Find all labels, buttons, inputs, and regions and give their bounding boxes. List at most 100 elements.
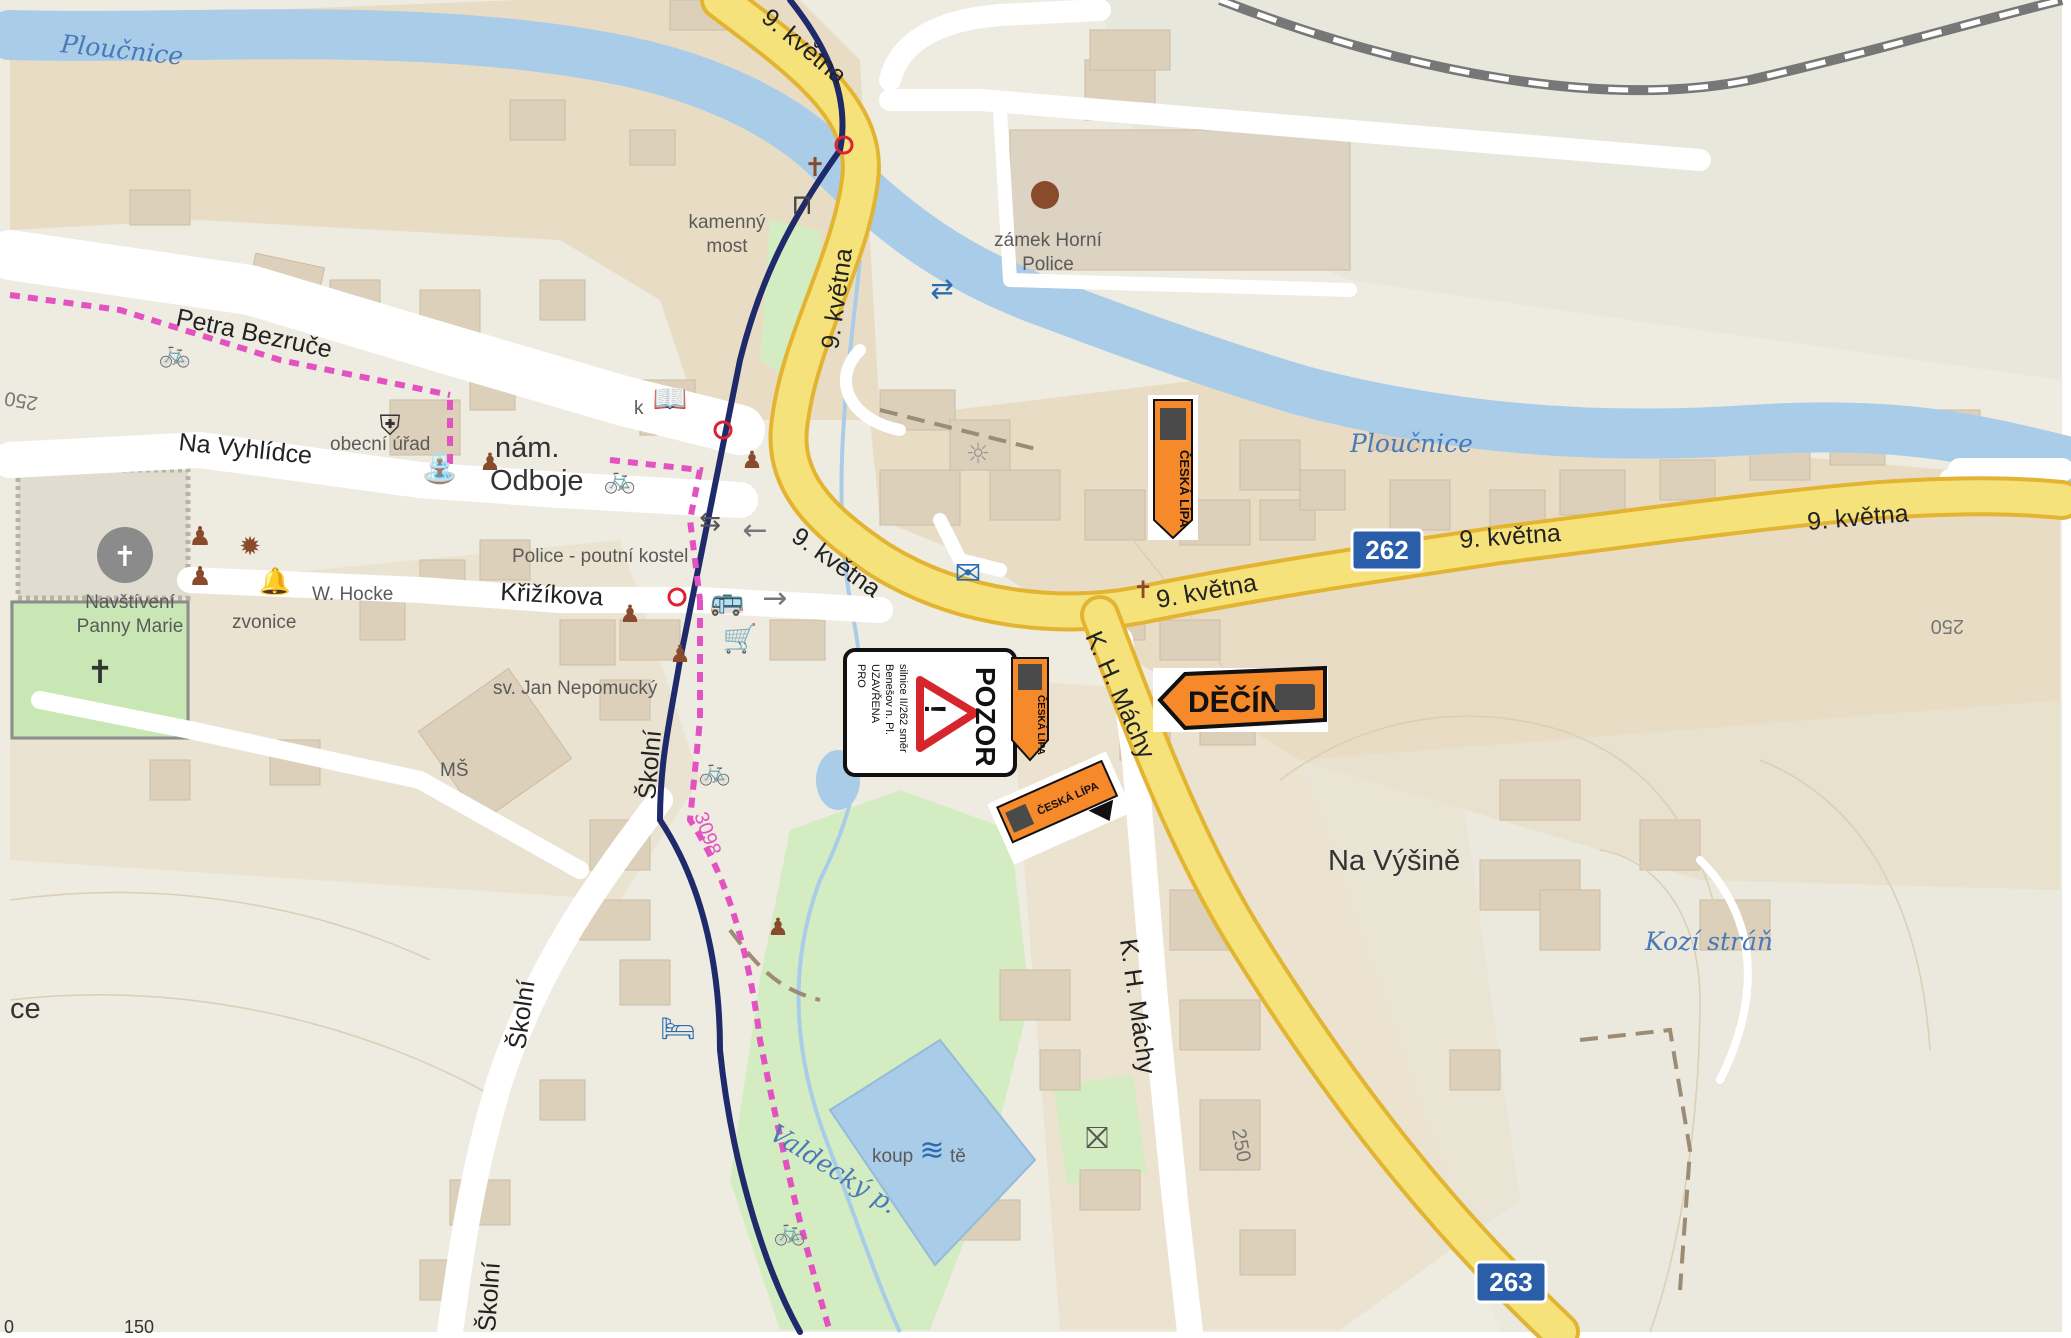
memorial-icon: ♟	[619, 600, 641, 628]
frame-right	[2062, 0, 2071, 1338]
arrow-left-icon: ←	[742, 513, 767, 548]
railway	[1218, 0, 2064, 95]
road-label-skolni: Školní	[472, 1261, 506, 1332]
poi-label-library: k	[634, 398, 644, 419]
bicycle-icon: 🚲	[604, 465, 636, 495]
svg-text:ČESKÁ LÍPA: ČESKÁ LÍPA	[1177, 450, 1192, 528]
poi-label-ms: MŠ	[440, 759, 469, 781]
arrow-right-icon: →	[762, 581, 787, 616]
detour-sign-decin: DĚČÍN	[1153, 665, 1328, 732]
memorial-icon: ♟	[188, 522, 211, 552]
main-road-9-kvetna	[700, 0, 2071, 1338]
poi-icons: ✝ ✝ ♟ ♟ 🔔 ✹ ♟ ♟ ♟ ♟ ♟ ✝ ✝ ⛲ ⛨ ⇆ ← → 🚌 🛒 …	[87, 135, 1153, 1247]
truck-icon	[1160, 408, 1186, 440]
shop-icon: 🛒	[723, 622, 758, 655]
contour-label: 250	[1931, 615, 1964, 637]
playground-icon: ⛝	[1086, 1121, 1109, 1156]
svg-text:263: 263	[1489, 1267, 1532, 1297]
hotel-icon: 🛏	[660, 1012, 696, 1045]
place-label-nam-odboje: Odboje	[490, 465, 584, 497]
tracks	[728, 408, 1693, 1291]
truck-icon	[1018, 664, 1042, 690]
svg-text:ČESKÁ LÍPA: ČESKÁ LÍPA	[1035, 695, 1048, 755]
detour-sign-ceska-lipa-rotated: ČESKÁ LÍPA	[987, 751, 1133, 865]
svg-text:Benešov n. Pl.: Benešov n. Pl.	[883, 664, 895, 735]
stop-marker-icon	[713, 420, 733, 440]
hill-shading	[1100, 0, 2062, 1332]
road-label-w-hocke: W. Hocke	[312, 584, 393, 605]
bridge-icon: ⊓	[791, 188, 813, 221]
post-office-icon: ✉	[955, 554, 982, 592]
memorial-icon: ♟	[767, 913, 789, 941]
warning-sign-pozor: ! POZOR silnice II/262 směr Benešov n. P…	[843, 648, 1017, 777]
svg-text:POZOR: POZOR	[970, 667, 1001, 767]
place-label-na-vysine: Na Výšině	[1328, 845, 1460, 877]
river-ploucnice	[0, 9, 2071, 485]
cycle-routes	[9, 292, 833, 1333]
poi-label-koupaliste: tě	[950, 1146, 966, 1167]
church-grounds	[15, 467, 191, 601]
road-label-skolni: Školní	[632, 729, 667, 801]
svg-text:DĚČÍN: DĚČÍN	[1188, 685, 1281, 719]
svg-text:UZAVŘENA: UZAVŘENA	[869, 664, 882, 724]
castle-icon	[1031, 181, 1059, 209]
stop-marker-icon	[834, 135, 854, 155]
wayside-cross-icon: ✝	[804, 153, 826, 183]
church-icon	[97, 527, 153, 583]
bus-stop-icon: 🚌	[710, 584, 745, 617]
memorial-icon: ♟	[188, 562, 211, 592]
svg-text:262: 262	[1365, 535, 1408, 565]
memorial-icon: ♟	[479, 448, 501, 476]
poi-label-kostel: Police - poutní kostel	[512, 546, 688, 567]
place-label-edge: ce	[10, 993, 41, 1025]
frame-bottom	[0, 1332, 2071, 1338]
exclamation-icon: !	[918, 704, 951, 714]
town-hall-icon: ⛨	[379, 409, 400, 442]
place-label-nam-odboje: nám.	[495, 432, 559, 464]
contour-lines	[9, 499, 1931, 1333]
memorial-icon: ♟	[741, 446, 763, 474]
poi-label-navstiveni: Navštívení	[85, 592, 175, 613]
route-shield-262: 262	[1350, 528, 1424, 572]
cemetery-cross-icon: ✝	[87, 653, 114, 691]
poi-label-sv-jan: sv. Jan Nepomucký	[493, 678, 658, 699]
cross-icon: ✝	[113, 540, 136, 573]
svg-text:PRO: PRO	[855, 664, 867, 688]
poi-label-kamenny-most: most	[706, 236, 748, 257]
rail-skolni	[656, 0, 846, 1335]
poi-label-zamek: Police	[1022, 254, 1074, 275]
svg-text:silnice II/262 směr: silnice II/262 směr	[897, 664, 909, 753]
contour-label: 250	[1236, 1169, 1238, 1171]
poi-label-navstiveni: Panny Marie	[77, 616, 184, 637]
wayside-cross-icon: ✝	[1133, 576, 1153, 604]
arrow-down-icon	[1088, 799, 1114, 821]
road-label-krizikova: Křižíkova	[500, 578, 604, 611]
poi-label-koupaliste: koup	[872, 1146, 913, 1167]
poi-label-obecni-urad: obecní úřad	[330, 434, 430, 455]
poi-label-kamenny-most: kamenný	[688, 212, 766, 233]
memorial-icon: ♟	[669, 640, 691, 668]
poi-label-zvonice: zvonice	[232, 612, 296, 633]
river-label-east: Ploučnice	[1349, 429, 1473, 458]
detour-sign-ceska-lipa-small: ČESKÁ LÍPA	[1011, 657, 1049, 762]
stream-valdecky	[796, 259, 902, 1333]
route-shield-263: 263	[1474, 1260, 1548, 1304]
transfer-icon: ⇄	[930, 272, 953, 305]
bicycle-icon: 🚲	[699, 757, 731, 787]
sun-icon: ✹	[239, 532, 261, 562]
viewpoint-icon: ☼	[965, 437, 990, 470]
bicycle-icon: 🚲	[159, 339, 191, 369]
bell-icon: 🔔	[259, 567, 291, 597]
swimming-pool	[828, 1038, 1037, 1267]
place-label-kozi-stran: Kozí stráň	[1644, 927, 1773, 956]
stop-marker-icon	[667, 587, 687, 607]
library-icon: 📖	[653, 382, 688, 415]
truck-icon	[1005, 803, 1035, 833]
detour-sign-ceska-lipa-vertical: ČESKÁ LÍPA	[1148, 395, 1198, 540]
scale-label-left: 0	[4, 1317, 14, 1337]
swimming-icon: ≋	[919, 1133, 944, 1168]
poi-label-zamek: zámek Horní	[994, 230, 1102, 251]
scale-label-right: 150	[124, 1317, 154, 1337]
